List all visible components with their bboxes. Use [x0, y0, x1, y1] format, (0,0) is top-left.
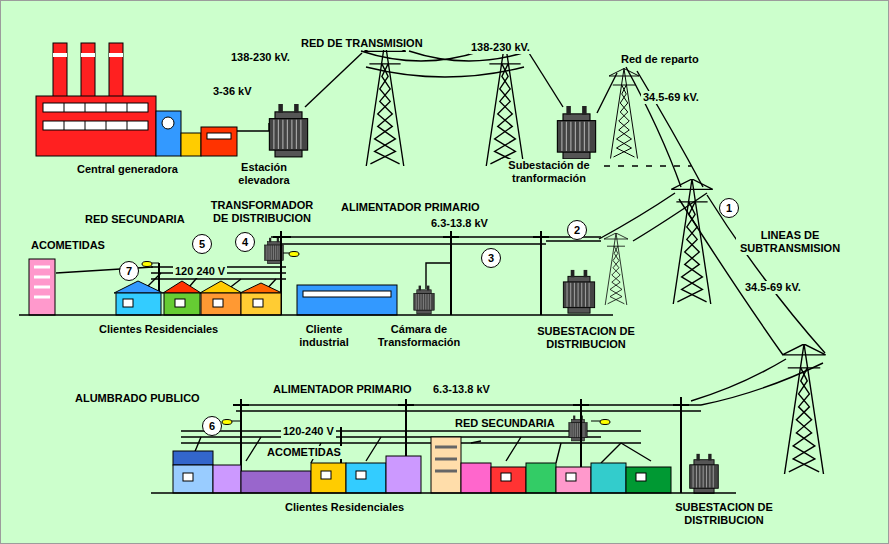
label: 138-230 kV.: [469, 41, 532, 54]
label: 120 240 V: [173, 265, 227, 278]
label: Estación elevadora: [231, 161, 297, 187]
label: ALIMENTADOR PRIMARIO: [339, 201, 482, 214]
ground-lines: [19, 315, 736, 493]
label: ALIMENTADOR PRIMARIO: [271, 383, 414, 396]
callout-number: 4: [235, 232, 255, 252]
callout-text: 5: [199, 238, 205, 250]
label: SUBESTACION DE DISTRIBUCION: [525, 325, 647, 351]
label: TRANSFORMADOR DE DISTRIBUCION: [206, 199, 318, 225]
label: Red de reparto: [619, 53, 701, 66]
label: 120-240 V: [281, 425, 336, 438]
callout-number: 6: [202, 416, 222, 436]
label: 6.3-13.8 kV: [431, 383, 492, 396]
label: 3-36 kV: [211, 85, 254, 98]
callout-number: 3: [481, 248, 501, 268]
towers: [364, 41, 825, 474]
callout-text: 7: [126, 265, 132, 277]
callout-text: 1: [726, 202, 732, 214]
label: 34.5-69 kV.: [743, 281, 803, 294]
label: LINEAS DE SUBTRANSMISION: [736, 229, 844, 255]
generating-plant: [36, 43, 237, 156]
label: RED SECUNDARIA: [453, 417, 557, 430]
industrial-building: [297, 285, 397, 315]
houses: [29, 259, 671, 493]
wires: [56, 51, 825, 463]
label: SUBESTACION DE DISTRIBUCION: [663, 501, 785, 527]
label: ALUMBRADO PUBLICO: [73, 392, 202, 405]
callout-text: 3: [488, 252, 494, 264]
label: 34.5-69 kV.: [641, 91, 701, 104]
label: RED DE TRANSMISION: [299, 37, 425, 50]
transformers: [265, 104, 719, 493]
label: Central generadora: [75, 163, 180, 176]
label: Cliente industrial: [295, 323, 353, 349]
callout-number: 1: [719, 198, 739, 218]
poles: [159, 231, 689, 493]
label: Clientes Residenciales: [283, 501, 406, 514]
label: 6.3-13.8 kV: [429, 217, 490, 230]
callout-number: 2: [567, 220, 587, 240]
callout-text: 6: [209, 420, 215, 432]
callout-number: 7: [119, 261, 139, 281]
label: 138-230 kV.: [229, 51, 292, 64]
callout-text: 2: [574, 224, 580, 236]
label: Cámara de Transformación: [357, 323, 481, 349]
label: Subestación de tranformación: [501, 159, 597, 185]
callout-text: 4: [242, 236, 248, 248]
callout-number: 5: [192, 234, 212, 254]
label: RED SECUNDARIA: [83, 213, 187, 226]
label: Clientes Residenciales: [97, 323, 220, 336]
label: ACOMETIDAS: [29, 239, 107, 252]
label: ACOMETIDAS: [265, 446, 343, 459]
